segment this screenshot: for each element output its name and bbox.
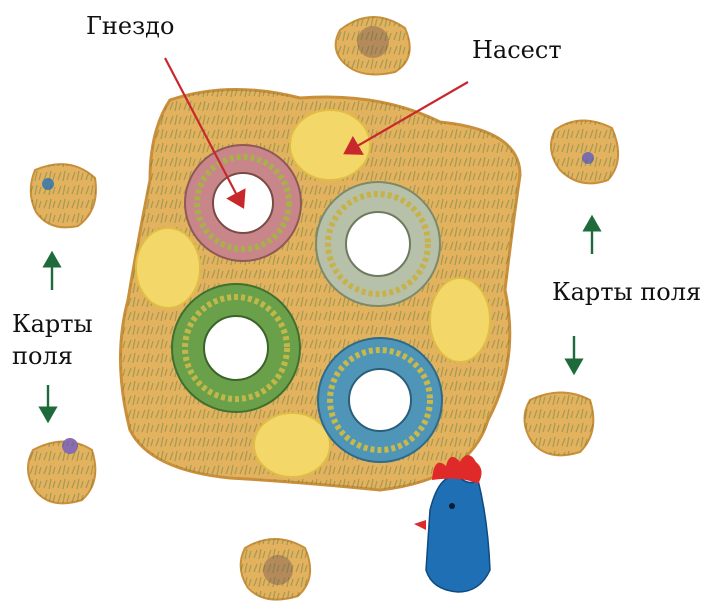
label-perch: Насест [472, 36, 562, 64]
field-card-right-bottom [524, 393, 593, 456]
perch-left [136, 228, 200, 308]
nest-silver [316, 182, 440, 306]
perch-bottom [254, 413, 330, 477]
label-field-cards-left-line1: Карты [12, 310, 93, 338]
field-card-left-top [31, 164, 96, 227]
field-card-left-bottom [28, 438, 95, 503]
label-field-cards-left-line2: поля [12, 342, 73, 370]
field-card-bottom [241, 539, 310, 600]
perch-right [430, 278, 490, 362]
nest-pink [185, 145, 301, 261]
nest-green [172, 284, 300, 412]
label-nest: Гнездо [86, 12, 174, 40]
field-card-right-top [551, 120, 618, 183]
field-card-top [336, 17, 410, 74]
nest-blue [318, 338, 442, 462]
label-field-cards-right: Карты поля [552, 278, 701, 306]
